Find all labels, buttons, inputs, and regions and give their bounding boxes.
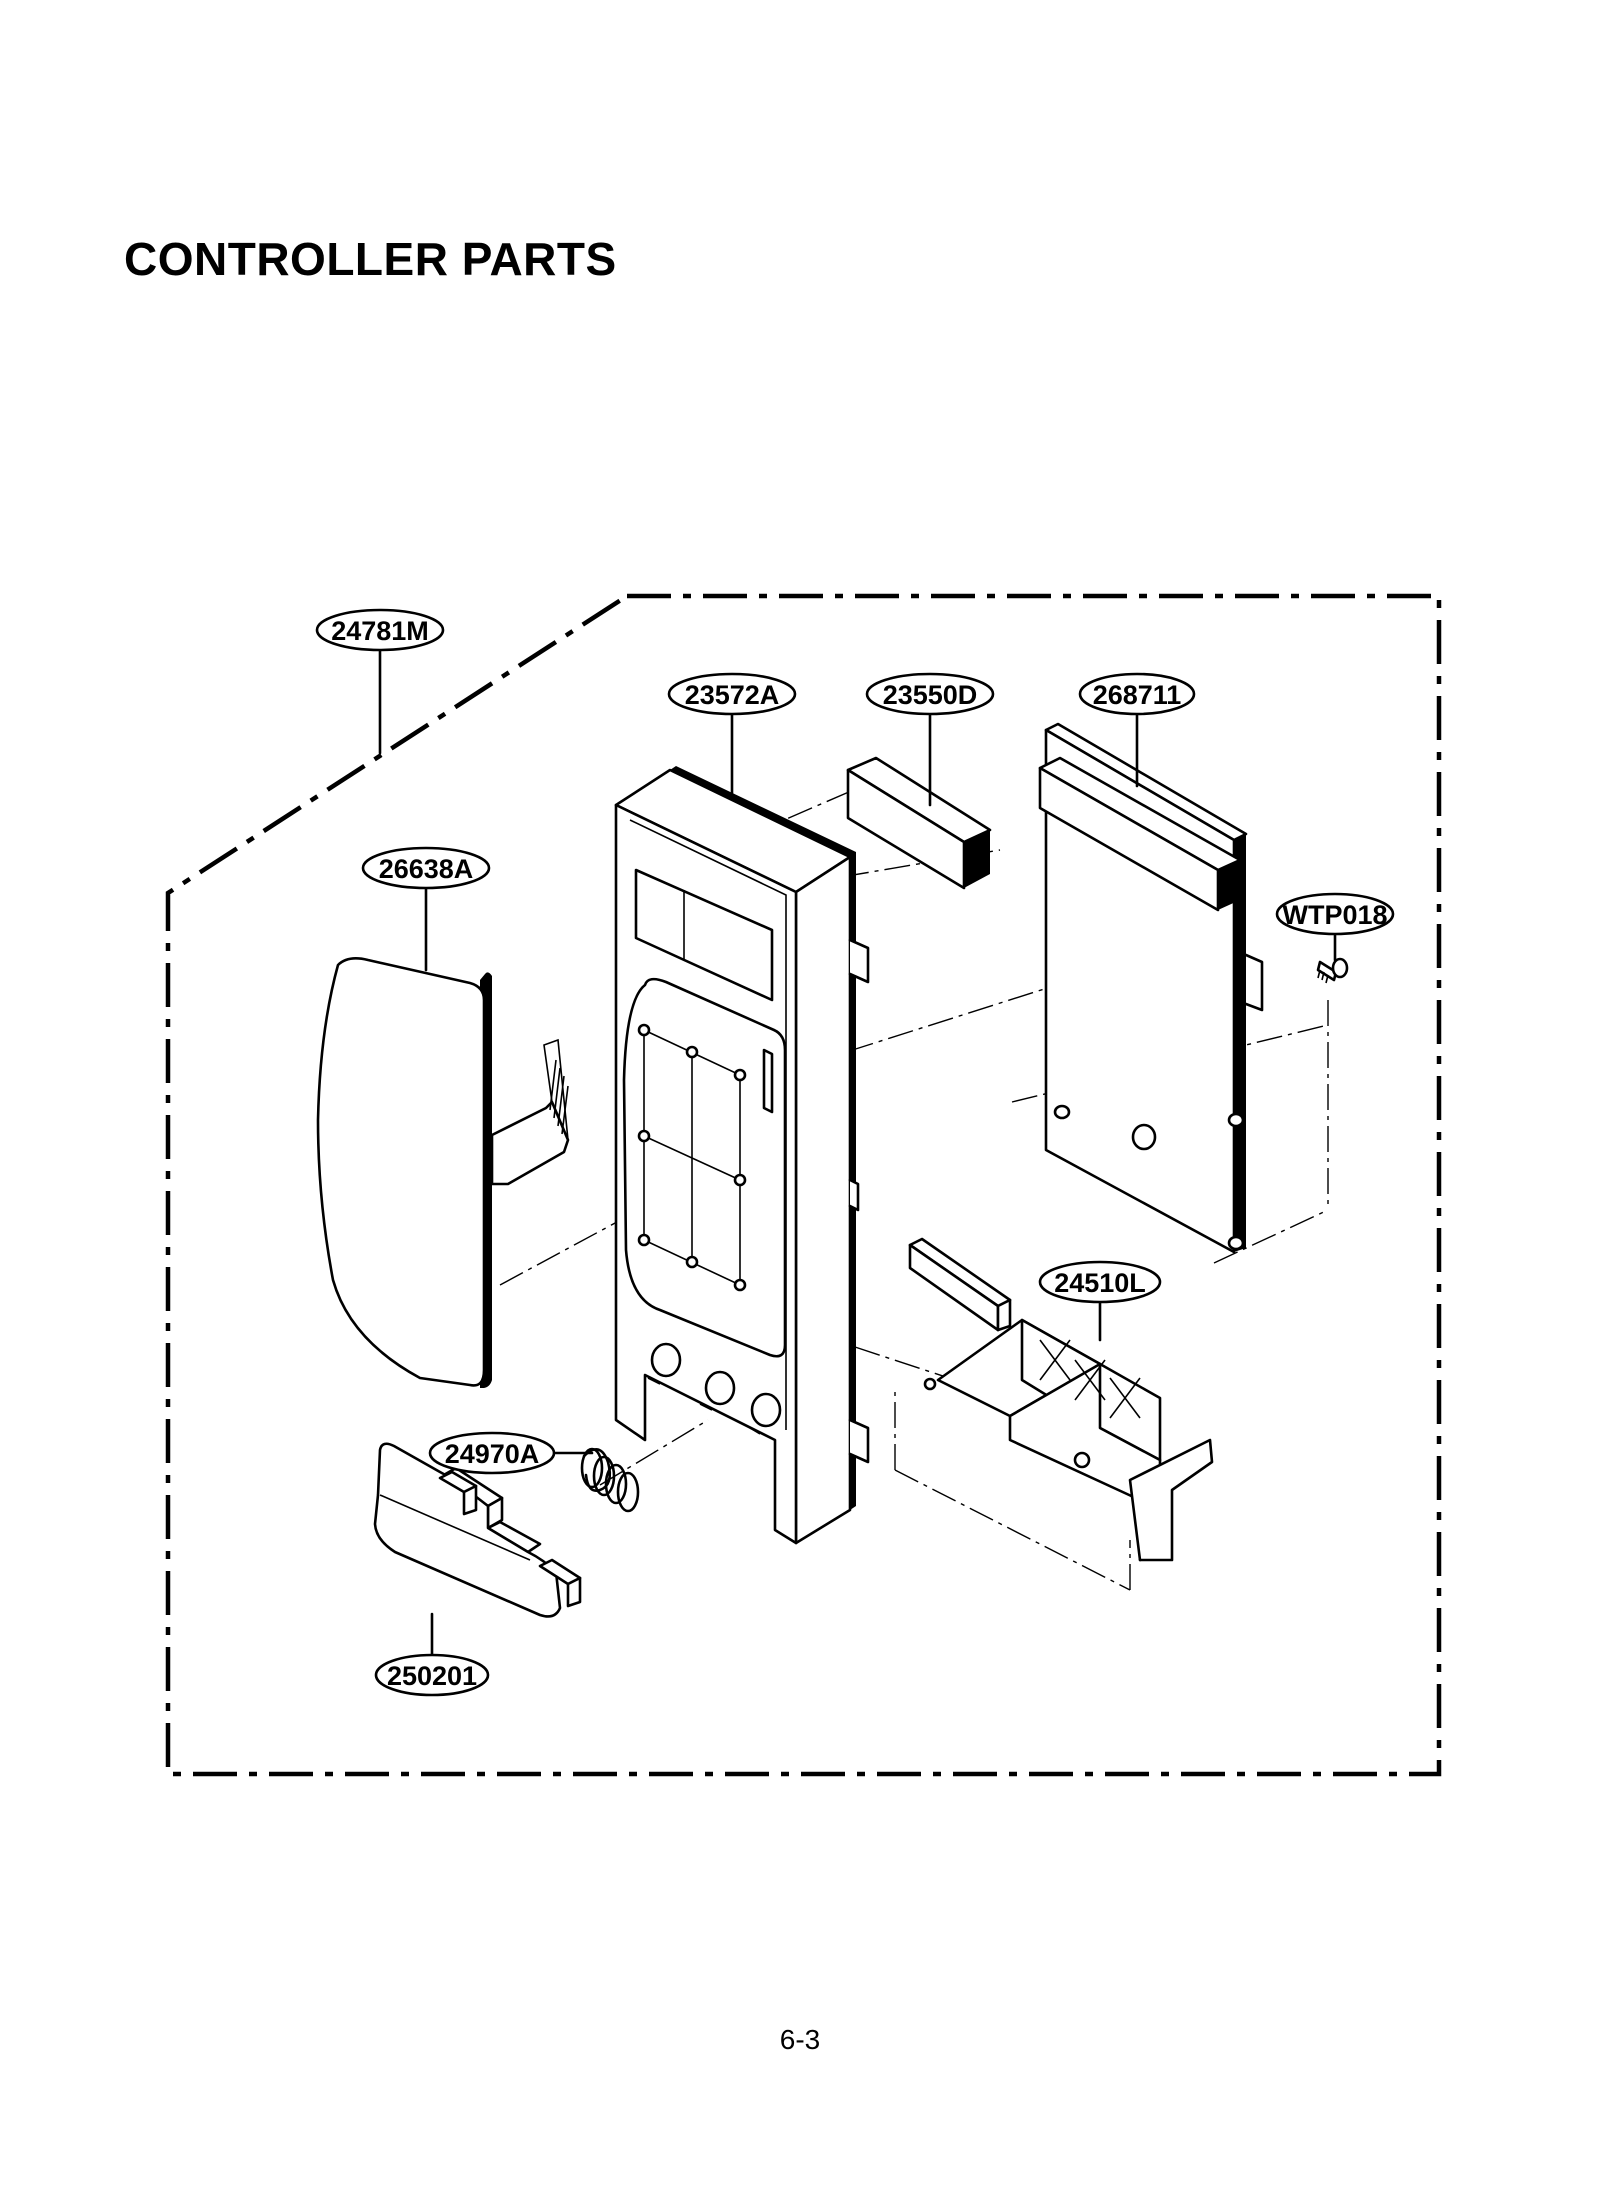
part-24970A-spring: [580, 1447, 640, 1513]
callout-leaders: [378, 648, 1337, 1657]
part-23550D-pad: [846, 756, 992, 890]
part-WTP018-screw: [1316, 957, 1349, 984]
callout-tag-268711: 268711: [1078, 672, 1196, 716]
tag-label: WTP018: [1282, 900, 1387, 930]
tag-label: 23550D: [883, 680, 978, 710]
callout-tag-24970A: 24970A: [428, 1431, 556, 1475]
part-24510L-lever-bracket: [908, 1237, 1214, 1562]
callout-tag-23572A: 23572A: [667, 672, 797, 716]
tag-label: 24781M: [331, 616, 429, 646]
part-23572A-control-frame: [614, 766, 870, 1545]
part-268711-pcb-board: [1038, 722, 1264, 1254]
callout-tag-26638A: 26638A: [361, 846, 491, 890]
tag-label: 268711: [1093, 680, 1182, 710]
part-250201-button: [373, 1442, 582, 1618]
tag-label: 26638A: [379, 854, 474, 884]
callout-tag-23550D: 23550D: [865, 672, 995, 716]
tag-label: 250201: [387, 1661, 477, 1691]
tag-label: 24970A: [445, 1439, 540, 1469]
part-26638A-control-film: [316, 957, 570, 1388]
assembly-boundary: [165, 593, 1442, 1777]
page-title: CONTROLLER PARTS: [124, 233, 617, 285]
callout-tag-24781M: 24781M: [315, 608, 445, 652]
callout-tag-WTP018: WTP018: [1275, 892, 1395, 936]
callout-tag-24510L: 24510L: [1038, 1260, 1162, 1304]
tag-label: 23572A: [685, 680, 780, 710]
tag-label: 24510L: [1054, 1268, 1146, 1298]
callout-tag-250201: 250201: [374, 1653, 490, 1697]
page-number: 6-3: [779, 2024, 821, 2055]
